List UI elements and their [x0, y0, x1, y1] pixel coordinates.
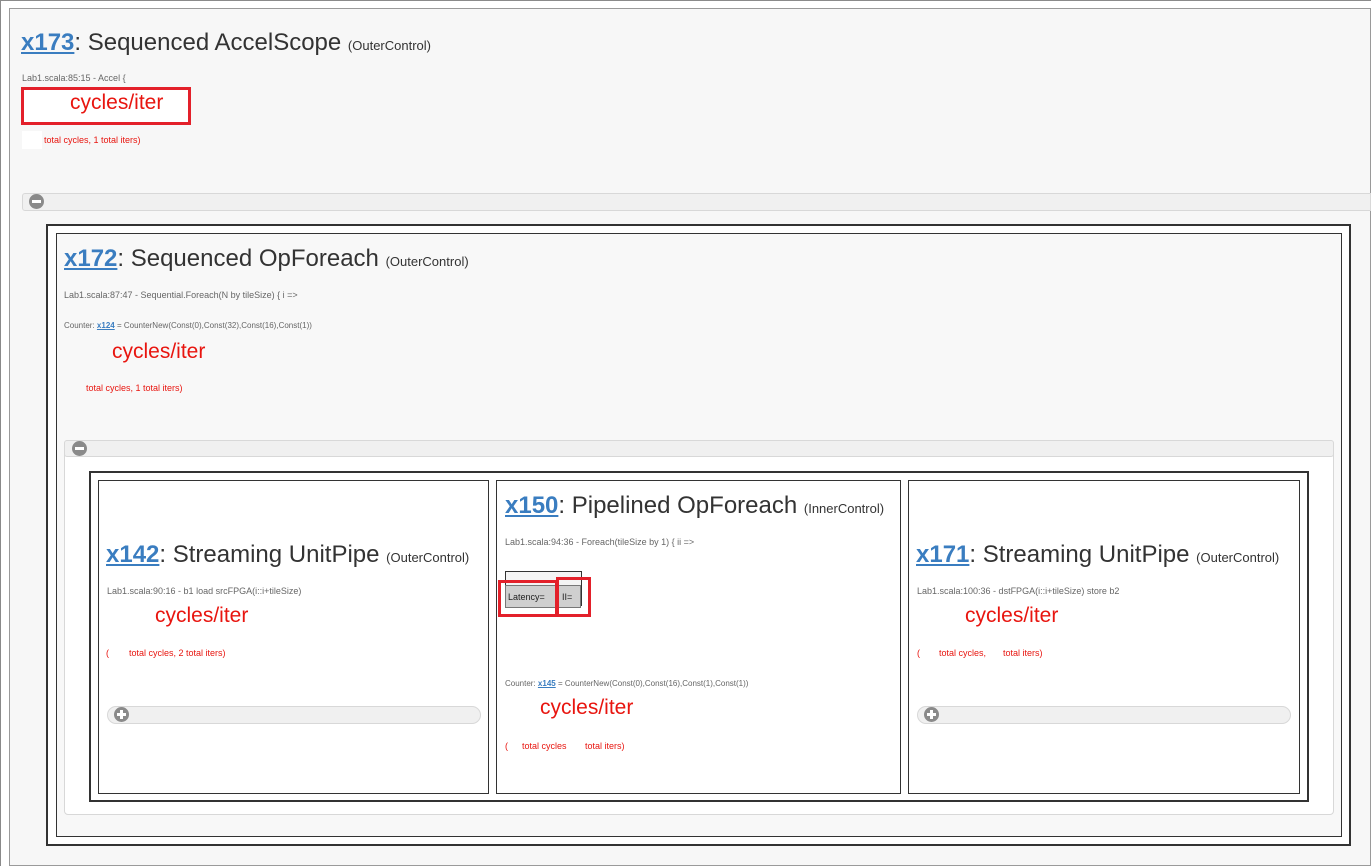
seq-foreach-source: Lab1.scala:87:47 - Sequential.Foreach(N … — [64, 290, 298, 300]
seq-foreach-id-link[interactable]: x172 — [64, 245, 118, 272]
unitpipe-load-kind: (OuterControl) — [386, 550, 470, 565]
pipe-foreach-id-link[interactable]: x150 — [505, 492, 559, 519]
unitpipe-store-children-bar[interactable] — [917, 706, 1291, 724]
unitpipe-store-source: Lab1.scala:100:36 - dstFPGA(i::i+tileSiz… — [917, 586, 1120, 596]
ii-label: II= — [558, 585, 581, 608]
pipe-foreach-title-text: : Pipelined OpForeach — [558, 492, 798, 519]
pipe-foreach-counter: Counter: x145 = CounterNew(Const(0),Cons… — [505, 679, 748, 688]
unitpipe-load-children-bar[interactable] — [107, 706, 481, 724]
pipe-foreach-total-iters: total iters) — [585, 741, 625, 751]
pipe-foreach-title: x150: Pipelined OpForeach (InnerControl) — [505, 492, 884, 520]
counter-expr: = CounterNew(Const(0),Const(32),Const(16… — [116, 321, 312, 330]
unitpipe-load-id-link[interactable]: x142 — [106, 541, 160, 568]
latency-highlight — [498, 580, 558, 617]
unitpipe-store-kind: (OuterControl) — [1196, 550, 1280, 565]
unitpipe-load-totals: total cycles, 2 total iters) — [129, 648, 226, 658]
counter-label: Counter: — [505, 679, 536, 688]
accel-total-value-blank — [22, 131, 42, 149]
seq-foreach-title-text: : Sequenced OpForeach — [117, 245, 379, 272]
accel-source: Lab1.scala:85:15 - Accel { — [22, 73, 126, 83]
unitpipe-load-panel — [98, 480, 489, 794]
pipe-foreach-source: Lab1.scala:94:36 - Foreach(tileSize by 1… — [505, 537, 695, 547]
unitpipe-store-total-cycles: total cycles, — [939, 648, 987, 658]
unitpipe-store-cycles: cycles/iter — [965, 604, 1059, 627]
counter-label: Counter: — [64, 321, 95, 330]
pipe-foreach-panel — [496, 480, 901, 794]
pipe-foreach-kind: (InnerControl) — [803, 501, 885, 516]
unitpipe-store-panel — [908, 480, 1300, 794]
accel-id-link[interactable]: x173 — [21, 29, 75, 56]
accel-kind: (OuterControl) — [347, 38, 431, 53]
pipe-foreach-total-cycles: total cycles — [522, 741, 567, 751]
seq-foreach-title: x172: Sequenced OpForeach (OuterControl) — [64, 245, 469, 273]
unitpipe-load-title-text: : Streaming UnitPipe — [159, 541, 380, 568]
accel-title: x173: Sequenced AccelScope (OuterControl… — [21, 29, 431, 57]
seq-foreach-totals: total cycles, 1 total iters) — [86, 383, 183, 393]
accel-title-text: : Sequenced AccelScope — [74, 29, 342, 56]
seq-foreach-kind: (OuterControl) — [385, 254, 469, 269]
accel-children-bar[interactable] — [22, 193, 1371, 211]
minus-circle-icon[interactable] — [72, 441, 87, 456]
accel-cycles: cycles/iter — [70, 91, 164, 114]
seq-foreach-cycles: cycles/iter — [112, 340, 206, 363]
unitpipe-load-paren: ( — [106, 648, 109, 658]
accel-cycles-highlight — [21, 87, 191, 125]
plus-circle-icon[interactable] — [924, 707, 939, 722]
minus-circle-icon[interactable] — [29, 194, 44, 209]
counter-id-link[interactable]: x145 — [537, 679, 556, 688]
unitpipe-load-source: Lab1.scala:90:16 - b1 load srcFPGA(i::i+… — [107, 586, 302, 596]
seq-foreach-counter: Counter: x124 = CounterNew(Const(0),Cons… — [64, 321, 312, 330]
pipe-foreach-paren: ( — [505, 741, 508, 751]
seq-foreach-children-bar[interactable] — [64, 440, 1334, 457]
counter-expr: = CounterNew(Const(0),Const(16),Const(1)… — [557, 679, 749, 688]
unitpipe-load-title: x142: Streaming UnitPipe (OuterControl) — [106, 541, 469, 569]
ii-highlight — [556, 577, 591, 617]
unitpipe-store-title: x171: Streaming UnitPipe (OuterControl) — [916, 541, 1279, 569]
unitpipe-store-paren: ( — [917, 648, 920, 658]
accel-totals: total cycles, 1 total iters) — [44, 135, 141, 145]
pipe-foreach-cycles: cycles/iter — [540, 696, 634, 719]
unitpipe-store-title-text: : Streaming UnitPipe — [969, 541, 1190, 568]
counter-id-link[interactable]: x124 — [96, 321, 115, 330]
unitpipe-store-id-link[interactable]: x171 — [916, 541, 970, 568]
plus-circle-icon[interactable] — [114, 707, 129, 722]
unitpipe-store-total-iters: total iters) — [1003, 648, 1043, 658]
unitpipe-load-cycles: cycles/iter — [155, 604, 249, 627]
